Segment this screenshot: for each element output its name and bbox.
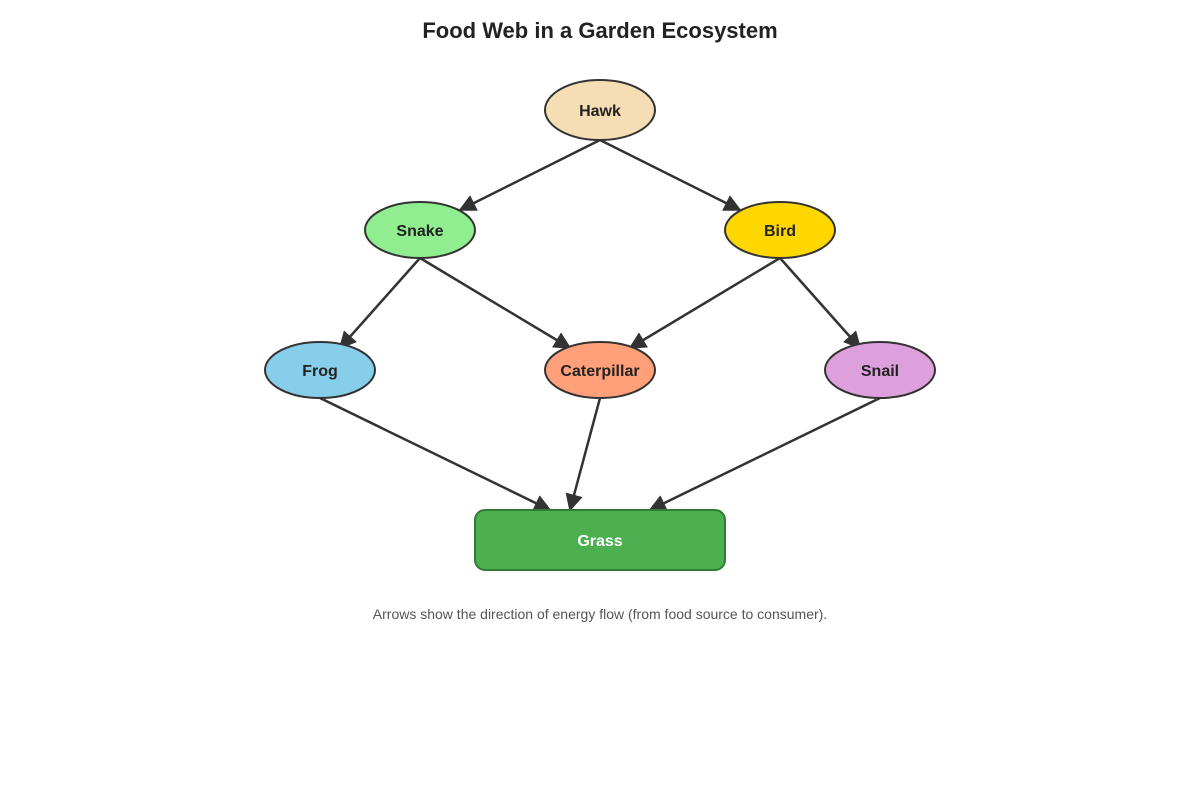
diagram-title: Food Web in a Garden Ecosystem: [422, 18, 778, 43]
node-hawk: Hawk: [544, 79, 656, 141]
edges-layer: [319, 138, 881, 512]
node-frog: Frog: [264, 341, 376, 399]
node-snake: Snake: [364, 201, 476, 259]
node-caterpillar: Caterpillar: [544, 341, 656, 399]
node-caterpillar-label: Caterpillar: [560, 363, 639, 380]
node-hawk-label: Hawk: [579, 103, 621, 120]
edge-snake-to-frog: [338, 257, 421, 350]
node-grass: Grass: [474, 509, 726, 571]
node-frog-shape: [264, 341, 376, 399]
node-bird-shape: [724, 201, 836, 259]
node-frog-label: Frog: [302, 363, 338, 380]
edge-frog-to-grass: [319, 396, 552, 512]
edge-snail-to-grass: [648, 396, 881, 512]
edge-caterpillar-to-grass: [565, 397, 602, 512]
node-bird-label: Bird: [764, 223, 796, 240]
edge-bird-to-snail: [779, 257, 862, 350]
node-grass-shape: [474, 509, 726, 571]
node-bird: Bird: [724, 201, 836, 259]
node-snail-label: Snail: [861, 363, 899, 380]
edge-snake-to-caterpillar: [419, 256, 572, 350]
node-snail: Snail: [824, 341, 936, 399]
diagram-caption: Arrows show the direction of energy flow…: [372, 606, 828, 622]
node-caterpillar-shape: [544, 341, 656, 399]
nodes-layer: Hawk Snake Bird Frog Caterpillar Snail: [264, 79, 936, 571]
node-snail-shape: [824, 341, 936, 399]
node-hawk-shape: [544, 79, 656, 141]
node-snake-label: Snake: [396, 223, 443, 240]
node-snake-shape: [364, 201, 476, 259]
edge-bird-to-caterpillar: [628, 256, 781, 350]
node-grass-label: Grass: [577, 533, 622, 550]
edge-hawk-to-snake: [458, 138, 601, 212]
edge-hawk-to-bird: [599, 138, 742, 212]
